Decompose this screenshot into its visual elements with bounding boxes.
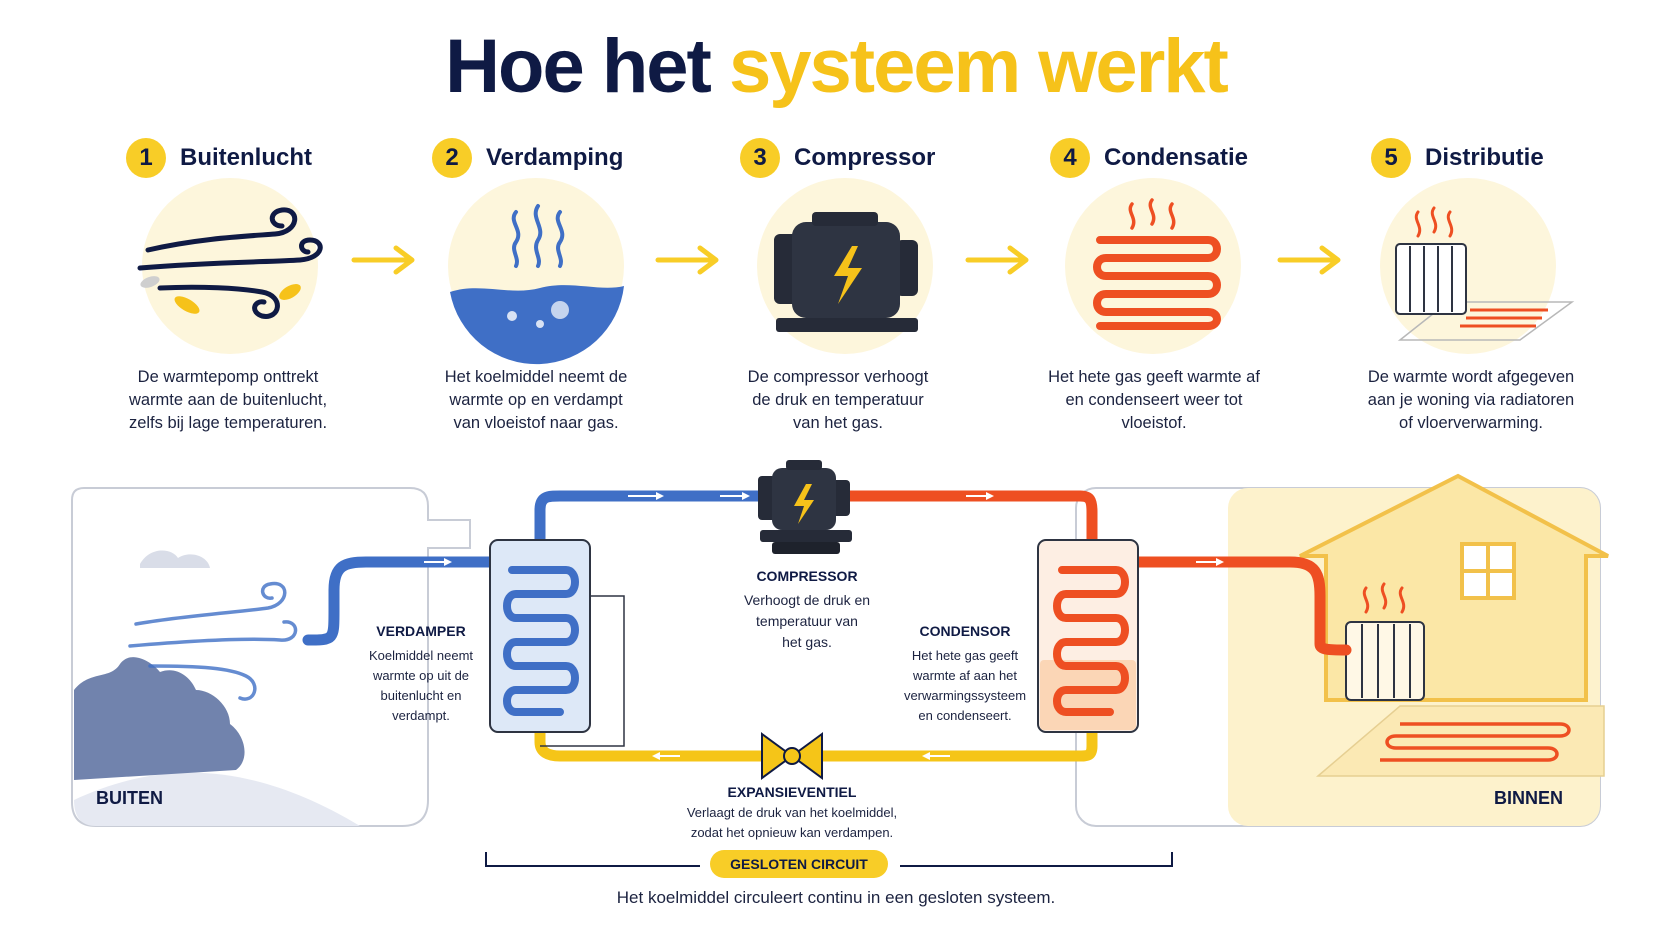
title-part-1: Hoe het bbox=[445, 24, 712, 109]
step-5-label: Distributie bbox=[1425, 144, 1544, 171]
evaporator-desc-line: warmte op uit de bbox=[372, 668, 470, 683]
step-4-label: Condensatie bbox=[1104, 144, 1249, 171]
evaporator-description: Koelmiddel neemt warmte op uit de buiten… bbox=[356, 646, 486, 726]
outside-panel bbox=[71, 487, 471, 827]
expansion-valve-description: Verlaagt de druk van het koelmiddel, zod… bbox=[652, 803, 932, 843]
condenser-description: Het hete gas geeft warmte af aan het ver… bbox=[886, 646, 1044, 726]
step-4-desc-line: Het hete gas geeft warmte af bbox=[1048, 368, 1260, 386]
evaporator-desc-line: buitenlucht en bbox=[380, 688, 462, 703]
step-5-header: 5 Distributie bbox=[1371, 136, 1544, 180]
step-3-header: 3 Compressor bbox=[740, 136, 935, 180]
inside-label: BINNEN bbox=[1494, 788, 1564, 808]
step-2-header: 2 Verdamping bbox=[432, 136, 623, 180]
step-arrow-2 bbox=[655, 245, 719, 275]
step-1-desc-line: zelfs bij lage temperaturen. bbox=[128, 414, 328, 432]
circuit-bracket bbox=[485, 852, 1173, 867]
wind-icon bbox=[137, 178, 323, 354]
step-3-description: De compressor verhoogt de druk en temper… bbox=[708, 366, 968, 435]
compressor-desc-line: temperatuur van bbox=[756, 613, 858, 629]
step-arrow-4 bbox=[1277, 245, 1341, 275]
step-3-number: 3 bbox=[740, 138, 780, 178]
outside-label: BUITEN bbox=[96, 788, 163, 808]
expansion-valve-desc-line: Verlaagt de druk van het koelmiddel, bbox=[686, 805, 898, 820]
step-3-desc-line: De compressor verhoogt bbox=[747, 368, 929, 386]
step-2-desc-line: Het koelmiddel neemt de bbox=[444, 368, 628, 386]
condenser-desc-line: verwarmingssysteem bbox=[903, 688, 1027, 703]
step-4-desc-line: en condenseert weer tot bbox=[1065, 391, 1243, 409]
step-5-desc-line: De warmte wordt afgegeven bbox=[1367, 368, 1575, 386]
step-2-desc-line: van vloeistof naar gas. bbox=[453, 414, 619, 432]
compressor-unit bbox=[758, 460, 852, 554]
evaporator-desc-line: Koelmiddel neemt bbox=[368, 648, 474, 663]
compressor-icon bbox=[757, 178, 933, 354]
step-2-desc-line: warmte op en verdampt bbox=[449, 391, 623, 409]
compressor-description: Verhoogt de druk en temperatuur van het … bbox=[722, 590, 892, 653]
footer-note: Het koelmiddel circuleert continu in een… bbox=[616, 888, 1056, 907]
step-4-desc-line: vloeistof. bbox=[1121, 414, 1187, 432]
step-4-number: 4 bbox=[1050, 138, 1090, 178]
step-3-desc-line: de druk en temperatuur bbox=[752, 391, 924, 409]
step-arrow-3 bbox=[965, 245, 1029, 275]
step-2-label: Verdamping bbox=[486, 144, 624, 171]
compressor-desc-line: Verhoogt de druk en bbox=[743, 592, 871, 608]
title-part-2: systeem werkt bbox=[728, 24, 1229, 109]
step-1-label: Buitenlucht bbox=[180, 144, 312, 171]
condenser-desc-line: Het hete gas geeft bbox=[911, 648, 1019, 663]
step-1-number: 1 bbox=[126, 138, 166, 178]
step-2-number: 2 bbox=[432, 138, 472, 178]
condenser-coil-icon bbox=[1065, 178, 1241, 354]
condenser-desc-line: warmte af aan het bbox=[912, 668, 1018, 683]
expansion-valve-title: EXPANSIEVENTIEL bbox=[727, 784, 857, 800]
condenser-title: CONDENSOR bbox=[919, 623, 1011, 639]
evaporation-icon bbox=[448, 178, 624, 365]
step-1-desc-line: De warmtepomp onttrekt bbox=[137, 368, 319, 386]
page-title: Hoe het systeem werkt bbox=[0, 22, 1672, 112]
step-4-description: Het hete gas geeft warmte af en condense… bbox=[1024, 366, 1284, 435]
step-arrow-1 bbox=[351, 245, 415, 275]
evaporator-desc-line: verdampt. bbox=[392, 708, 450, 723]
compressor-desc-line: het gas. bbox=[782, 634, 832, 650]
compressor-title: COMPRESSOR bbox=[756, 568, 858, 584]
step-5-description: De warmte wordt afgegeven aan je woning … bbox=[1336, 366, 1606, 435]
step-1-description: De warmtepomp onttrekt warmte aan de bui… bbox=[98, 366, 358, 435]
expansion-valve-icon bbox=[761, 732, 823, 780]
step-3-label: Compressor bbox=[794, 144, 936, 171]
step-5-number: 5 bbox=[1371, 138, 1411, 178]
closed-circuit-badge: GESLOTEN CIRCUIT bbox=[710, 850, 888, 878]
step-3-desc-line: van het gas. bbox=[793, 414, 883, 432]
step-1-header: 1 Buitenlucht bbox=[126, 136, 312, 180]
condenser-unit bbox=[1037, 539, 1139, 733]
expansion-valve-desc-line: zodat het opnieuw kan verdampen. bbox=[690, 825, 894, 840]
evaporator-title: VERDAMPER bbox=[376, 623, 466, 639]
radiator-floor-heating-icon bbox=[1380, 178, 1575, 354]
step-4-header: 4 Condensatie bbox=[1050, 136, 1248, 180]
step-5-desc-line: of vloerverwarming. bbox=[1399, 414, 1543, 432]
evaporator-unit bbox=[489, 539, 625, 747]
step-5-desc-line: aan je woning via radiatoren bbox=[1367, 391, 1575, 409]
step-2-description: Het koelmiddel neemt de warmte op en ver… bbox=[406, 366, 666, 435]
step-1-desc-line: warmte aan de buitenlucht, bbox=[128, 391, 328, 409]
condenser-desc-line: en condenseert. bbox=[918, 708, 1012, 723]
